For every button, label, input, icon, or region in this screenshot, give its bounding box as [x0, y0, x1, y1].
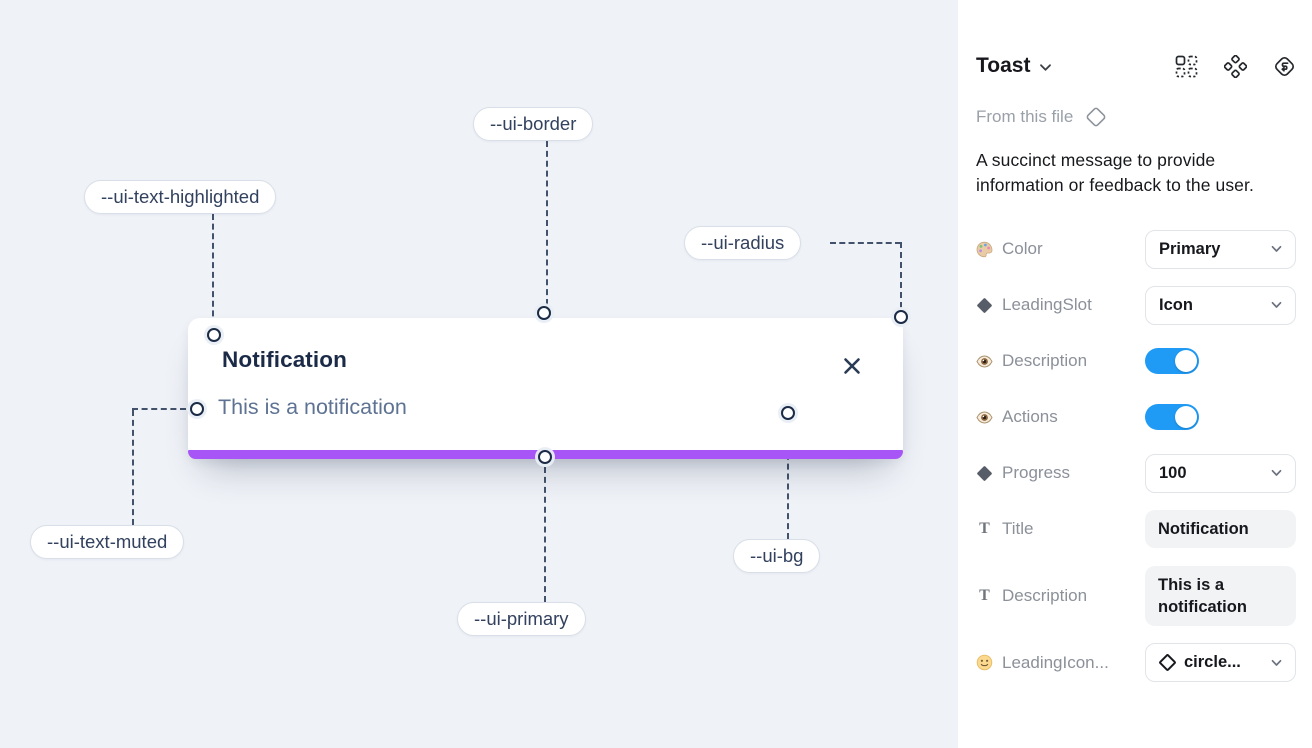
text-icon: T: [979, 520, 990, 538]
progress-select-value: 100: [1159, 463, 1187, 482]
leadingicon-select-value: circle...: [1184, 653, 1241, 672]
prop-name: Color: [1002, 239, 1043, 259]
prop-name: Title: [1002, 519, 1034, 539]
toggle-knob: [1175, 406, 1197, 429]
connector-dot-ui-bg[interactable]: [781, 406, 795, 420]
description-toggle-cell: [1145, 348, 1296, 375]
panel-header-icons: [1175, 54, 1296, 78]
close-icon[interactable]: [842, 356, 862, 376]
diamond-icon: [976, 465, 993, 482]
color-select-value: Primary: [1159, 239, 1221, 258]
variable-label-ui-border[interactable]: --ui-border: [473, 107, 594, 141]
variable-label-ui-text-muted[interactable]: --ui-text-muted: [30, 525, 185, 559]
diamond-outline-icon: [1158, 653, 1177, 672]
connector-dot-ui-primary[interactable]: [538, 450, 552, 464]
prop-label-description-text: T Description: [976, 586, 1145, 606]
description-toggle[interactable]: [1145, 348, 1199, 375]
prop-label-color: Color: [976, 239, 1145, 259]
diamond-outline-icon: [1086, 107, 1106, 127]
prop-name: LeadingSlot: [1002, 295, 1092, 315]
chevron-down-icon: [1271, 246, 1282, 253]
connector-line-ui-radius-h: [830, 242, 901, 244]
title-field[interactable]: Notification: [1145, 510, 1296, 549]
prop-label-title: T Title: [976, 519, 1145, 539]
variable-label-ui-primary[interactable]: --ui-primary: [457, 602, 586, 636]
panel-header: Toast: [976, 54, 1296, 78]
connector-dot-ui-text-muted[interactable]: [190, 402, 204, 416]
prop-row-description-text: T Description This is a notification: [976, 565, 1296, 627]
toast-component[interactable]: Notification This is a notification: [188, 318, 903, 459]
eye-icon: [976, 353, 993, 370]
component-title: Toast: [976, 54, 1031, 77]
actions-toggle[interactable]: [1145, 404, 1199, 431]
toast-title: Notification: [222, 347, 347, 372]
design-canvas[interactable]: Notification This is a notification --ui…: [0, 0, 958, 748]
variable-label-ui-bg[interactable]: --ui-bg: [733, 539, 821, 573]
prop-row-leadingslot: LeadingSlot Icon: [976, 285, 1296, 325]
connector-dot-ui-text-highlighted[interactable]: [207, 328, 221, 342]
chevron-down-icon[interactable]: [1039, 63, 1052, 72]
chevron-down-icon: [1271, 470, 1282, 477]
connector-line-ui-primary: [544, 467, 546, 602]
prop-row-title: T Title Notification: [976, 510, 1296, 549]
description-field[interactable]: This is a notification: [1145, 565, 1296, 627]
leadingicon-select[interactable]: circle...: [1145, 643, 1296, 683]
connector-line-ui-bg: [787, 424, 789, 539]
instance-grid-icon[interactable]: [1175, 55, 1198, 78]
toggle-knob: [1175, 350, 1197, 373]
variable-label-ui-text-highlighted[interactable]: --ui-text-highlighted: [84, 180, 277, 214]
prop-row-leadingicon: LeadingIcon... circle...: [976, 643, 1296, 683]
toast-description: This is a notification: [218, 395, 407, 419]
prop-row-color: Color Primary: [976, 229, 1296, 269]
components-icon[interactable]: [1224, 54, 1247, 78]
prop-label-progress: Progress: [976, 463, 1145, 483]
connector-line-ui-border: [546, 141, 548, 305]
prop-name: Description: [1002, 351, 1088, 371]
prop-name: Progress: [1002, 463, 1071, 483]
palette-icon: [976, 241, 993, 258]
text-icon: T: [979, 586, 990, 604]
diamond-icon: [976, 297, 993, 314]
connector-dot-ui-radius[interactable]: [894, 310, 908, 324]
prop-label-leadingicon: LeadingIcon...: [976, 653, 1145, 673]
leadingslot-select[interactable]: Icon: [1145, 285, 1296, 325]
prop-row-description-toggle: Description: [976, 342, 1296, 381]
prop-name: LeadingIcon...: [1002, 652, 1109, 672]
progress-select[interactable]: 100: [1145, 453, 1296, 493]
prop-name: Description: [1002, 585, 1088, 605]
connector-line-ui-text-muted-v: [132, 410, 134, 525]
logo-icon[interactable]: [1273, 55, 1296, 78]
smiley-icon: [976, 654, 993, 671]
actions-toggle-cell: [1145, 404, 1296, 431]
connector-line-ui-text-highlighted: [212, 214, 214, 326]
connector-line-ui-text-muted-h: [132, 408, 186, 410]
prop-row-actions-toggle: Actions: [976, 398, 1296, 437]
prop-label-actions: Actions: [976, 407, 1145, 427]
prop-label-leadingslot: LeadingSlot: [976, 295, 1145, 315]
source-row: From this file: [976, 106, 1296, 128]
source-label: From this file: [976, 107, 1074, 126]
prop-label-description: Description: [976, 351, 1145, 371]
properties-panel: Toast From this file: [958, 0, 1312, 748]
leadingslot-select-value: Icon: [1159, 295, 1193, 314]
connector-line-ui-radius-v: [900, 242, 902, 308]
eye-icon: [976, 409, 993, 426]
prop-row-progress: Progress 100: [976, 453, 1296, 493]
connector-dot-ui-border[interactable]: [537, 306, 551, 320]
color-select[interactable]: Primary: [1145, 229, 1296, 269]
chevron-down-icon: [1271, 659, 1282, 666]
variable-label-ui-radius[interactable]: --ui-radius: [684, 226, 802, 260]
prop-name: Actions: [1002, 407, 1058, 427]
component-description: A succinct message to provide informatio…: [976, 150, 1254, 195]
chevron-down-icon: [1271, 302, 1282, 309]
